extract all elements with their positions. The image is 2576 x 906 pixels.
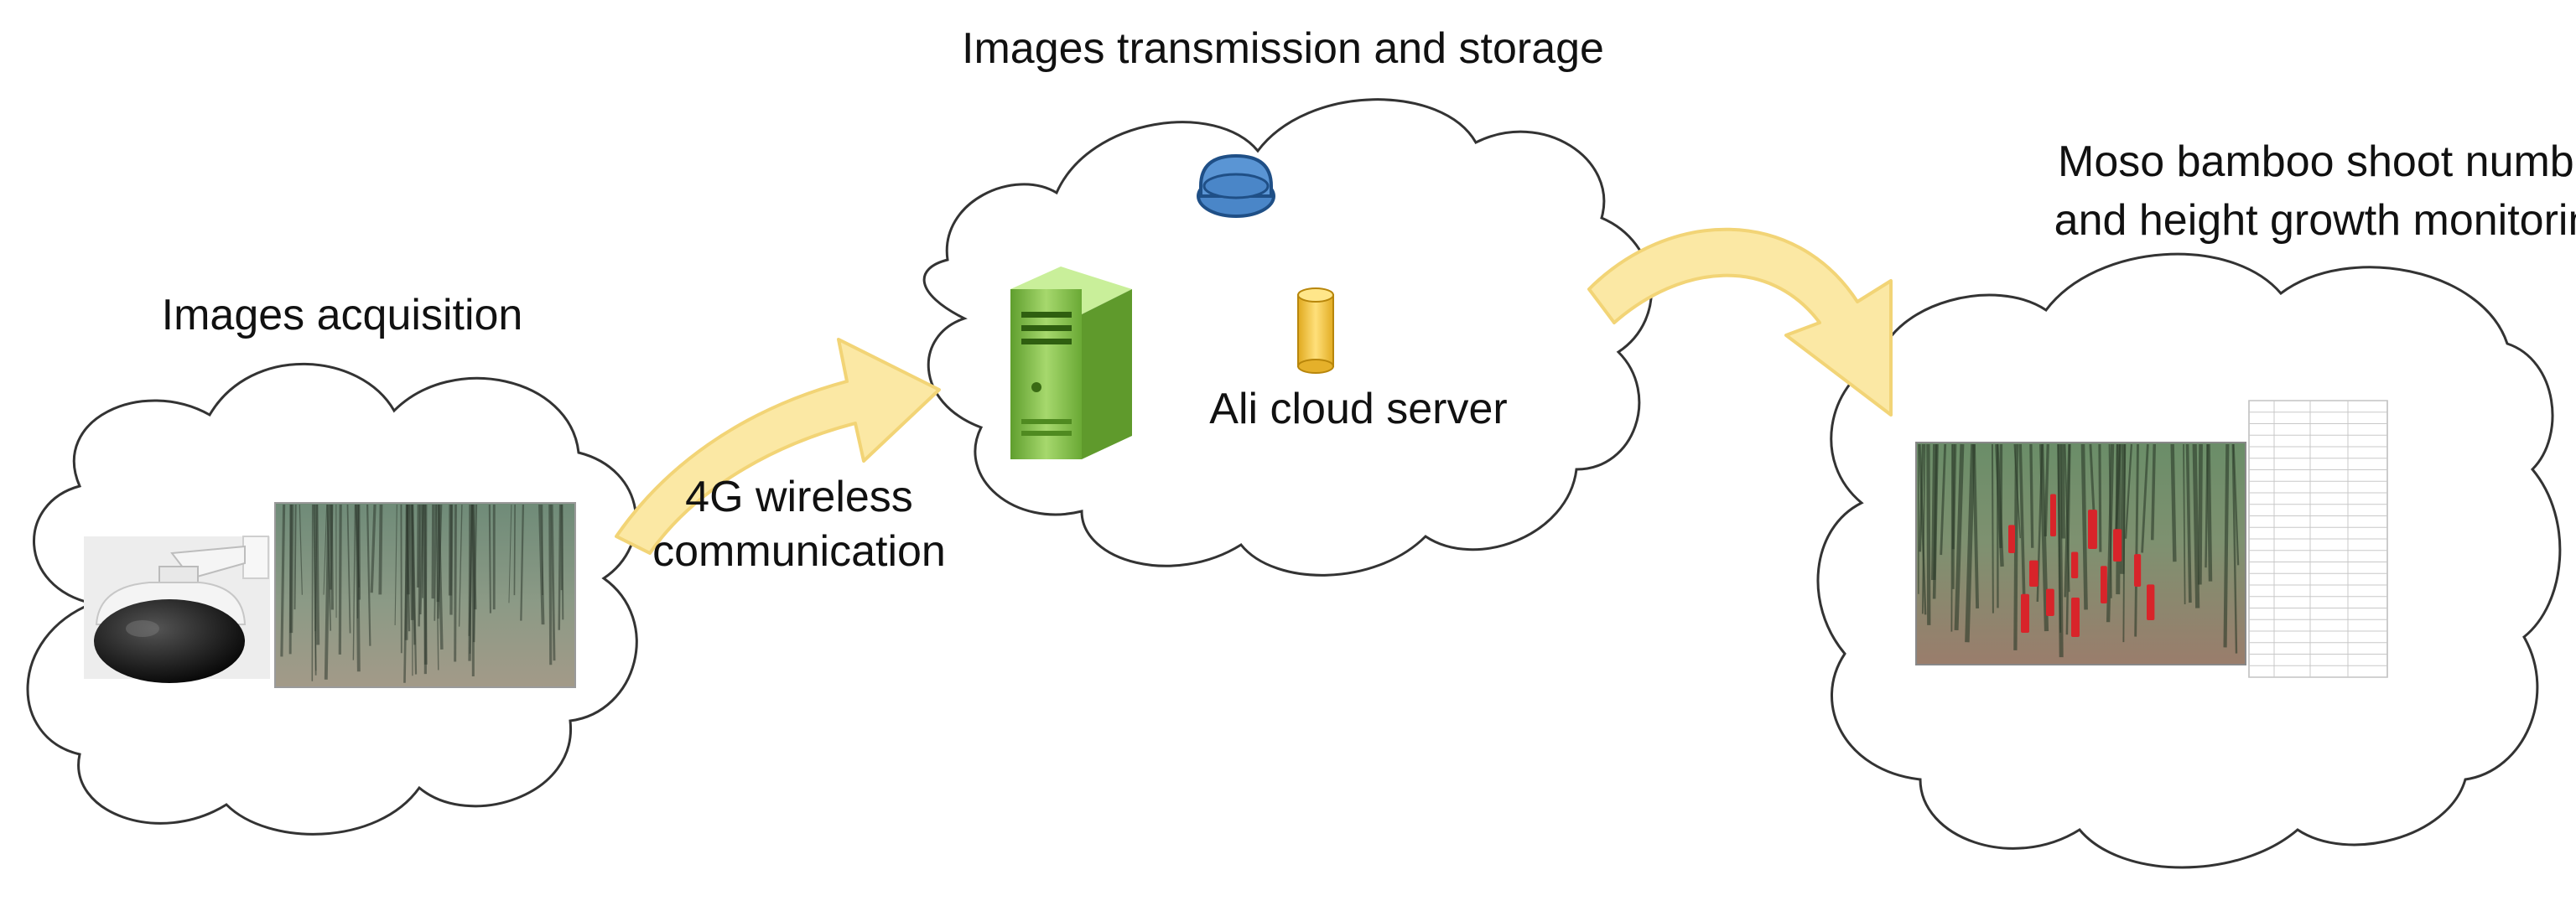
acquisition-label: Images acquisition	[162, 291, 523, 339]
bamboo-stalk	[2063, 444, 2064, 539]
bamboo-stalk	[2031, 444, 2033, 548]
bamboo-stalk	[490, 505, 491, 613]
server-label: Ali cloud server	[1209, 385, 1507, 433]
bamboo-stalk	[550, 505, 551, 665]
shoot-detection-mark	[2050, 494, 2056, 536]
detection-photo	[1916, 443, 2246, 665]
bamboo-stalk	[559, 505, 560, 630]
bamboo-stalk	[2199, 444, 2200, 585]
results-table	[2249, 401, 2387, 677]
bamboo-stalk	[291, 505, 292, 633]
shoot-detection-mark	[2008, 525, 2015, 553]
bamboo-stalk	[1951, 444, 1952, 632]
bamboo-stalk	[380, 505, 381, 594]
shoot-detection-mark	[2134, 554, 2141, 587]
monitoring-label-line1: Moso bamboo shoot number	[2058, 137, 2576, 186]
bamboo-stalk	[316, 505, 318, 645]
link-label-line1: 4G wireless	[685, 473, 913, 521]
forest-photo	[275, 503, 575, 687]
bamboo-stalk	[2100, 444, 2101, 552]
storage-cylinder-icon	[1298, 288, 1333, 373]
shoot-detection-mark	[2147, 584, 2154, 620]
bamboo-stalk	[562, 505, 563, 619]
bamboo-stalk	[359, 505, 360, 600]
shoot-detection-mark	[2088, 510, 2097, 549]
shoot-detection-mark	[2101, 566, 2107, 603]
shoot-detection-mark	[2071, 552, 2078, 578]
bamboo-stalk	[2209, 444, 2210, 582]
bamboo-stalk	[455, 505, 456, 662]
bamboo-stalk	[2194, 444, 2198, 608]
bamboo-stalk	[433, 505, 434, 598]
server-tower-icon	[1010, 267, 1132, 459]
bamboo-stalk	[1928, 444, 1929, 625]
bamboo-stalk	[2118, 444, 2119, 594]
ptz-dome-camera-icon	[84, 536, 270, 683]
bamboo-stalk	[331, 505, 332, 609]
shoot-detection-mark	[2021, 594, 2029, 633]
shoot-detection-mark	[2029, 561, 2038, 587]
bamboo-stalk	[514, 505, 515, 595]
transmission-label: Images transmission and storage	[962, 24, 1604, 73]
bamboo-stalk	[418, 505, 419, 588]
shoot-detection-mark	[2071, 598, 2080, 637]
bamboo-stalk	[295, 505, 296, 609]
shoot-detection-mark	[2046, 589, 2054, 616]
shoot-detection-mark	[2113, 529, 2122, 562]
link-label-line2: communication	[652, 527, 946, 576]
bamboo-stalk	[1992, 444, 1993, 613]
bamboo-stalk	[2225, 444, 2228, 647]
bamboo-stalk	[2173, 444, 2175, 562]
database-icon	[1198, 156, 1274, 216]
monitoring-label-line2: and height growth monitoring	[2054, 196, 2576, 245]
